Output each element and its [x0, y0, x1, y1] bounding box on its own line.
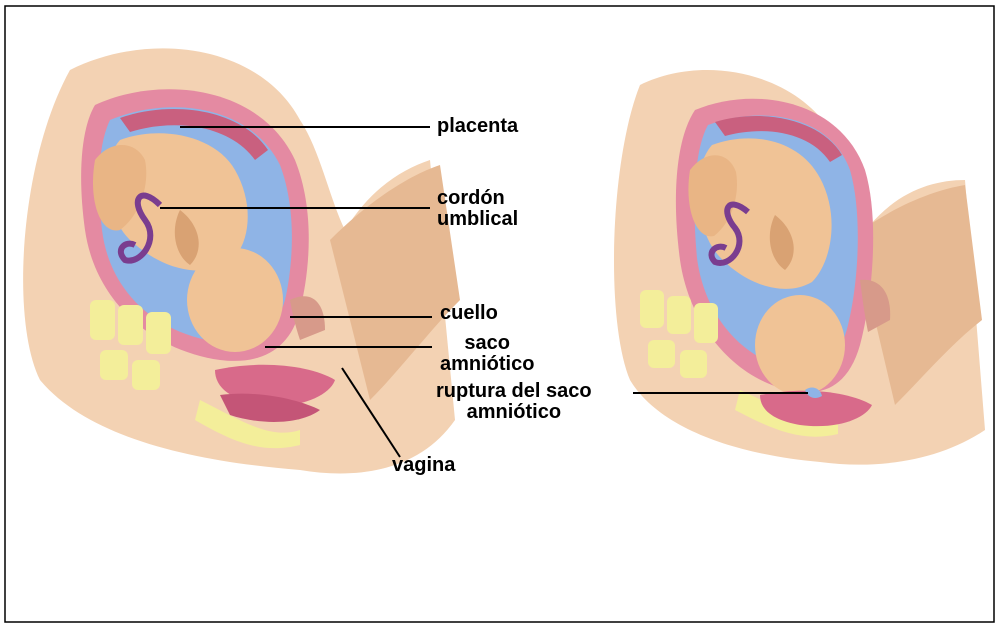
label-cuello: cuello	[440, 303, 498, 324]
label-saco-line1: saco	[440, 333, 534, 354]
label-vagina: vagina	[392, 455, 455, 476]
right-baby-head	[755, 295, 845, 395]
label-ruptura: ruptura del saco amniótico	[436, 381, 592, 423]
label-cuello-text: cuello	[440, 303, 498, 324]
label-ruptura-line2: amniótico	[436, 402, 592, 423]
label-ruptura-line1: ruptura del saco	[436, 381, 592, 402]
label-saco: saco amniótico	[440, 333, 534, 375]
label-placenta-text: placenta	[437, 116, 518, 137]
label-cordon-line1: cordón	[437, 188, 518, 209]
label-cordon: cordón umblical	[437, 188, 518, 230]
label-cordon-line2: umblical	[437, 209, 518, 230]
label-placenta: placenta	[437, 116, 518, 137]
label-saco-line2: amniótico	[440, 354, 534, 375]
label-vagina-text: vagina	[392, 455, 455, 476]
